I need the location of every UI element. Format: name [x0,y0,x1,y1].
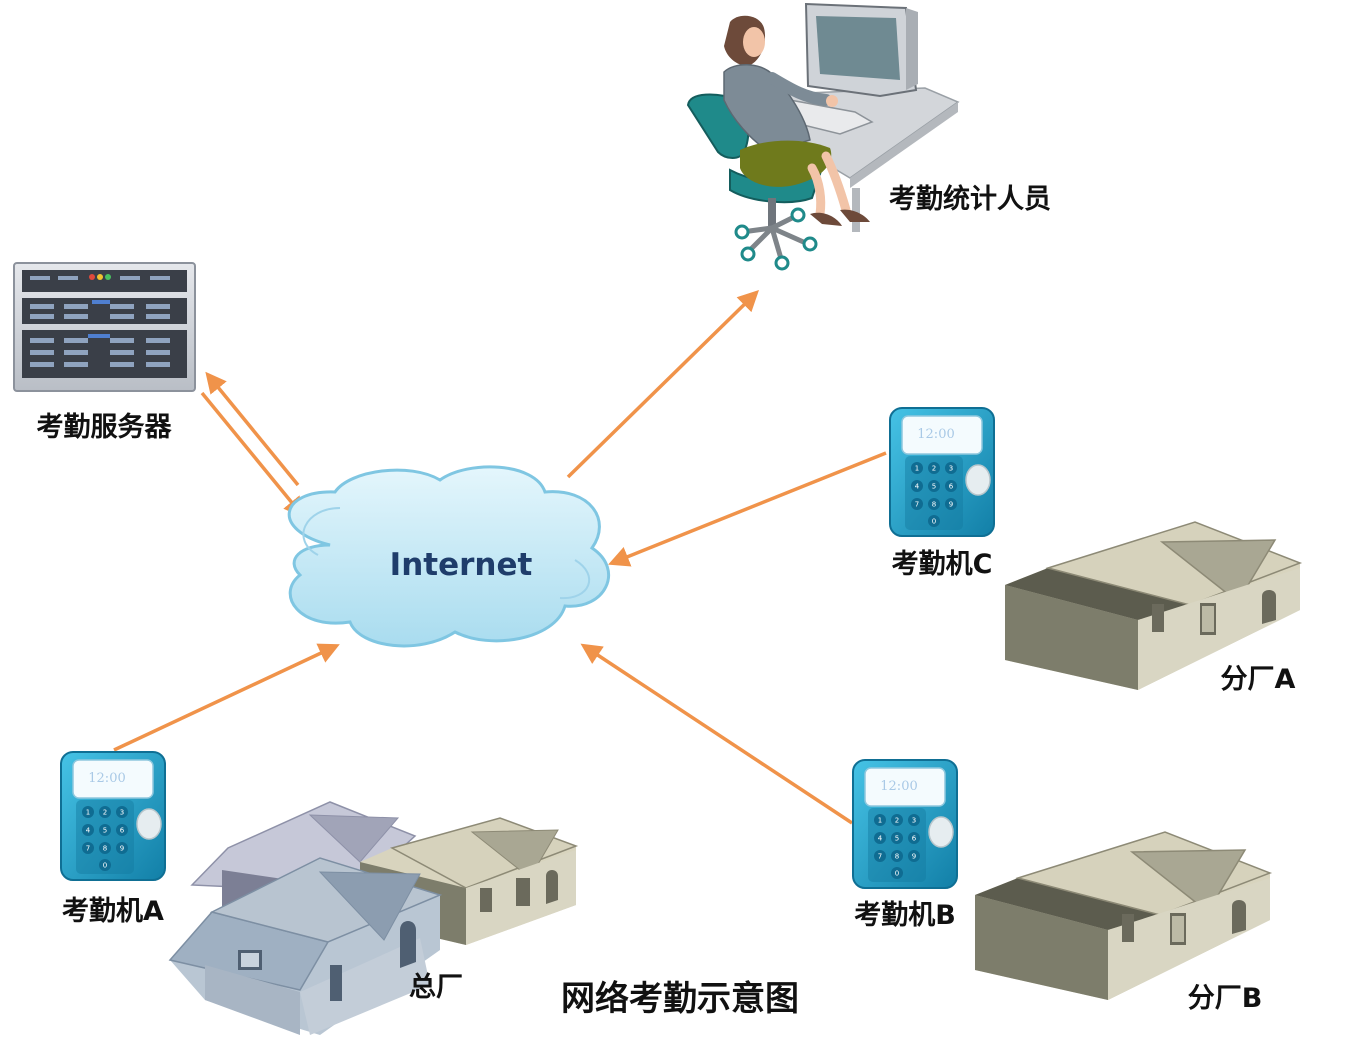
attendance-terminal-a-icon: 12:00 [60,751,166,881]
branch-b-house-icon [975,831,1273,1000]
cloud-label: Internet [390,547,533,583]
server-rack-icon [13,262,196,392]
terminal-b-label: 考勤机B [854,900,956,931]
internet-cloud: Internet [287,465,611,648]
arrow-cloud-to-staff [566,290,760,479]
connection-arrows [113,290,887,825]
arrow-terminal-b-to-cloud [580,643,853,825]
staff-workstation-icon [686,2,960,271]
branch-b-label: 分厂B [1188,983,1263,1014]
branch-a-house-icon [1005,521,1303,690]
terminal-c-time: 12:00 [917,427,954,442]
branch-a-label: 分厂A [1221,664,1296,695]
terminal-c-label: 考勤机C [892,549,993,580]
diagram-title: 网络考勤示意图 [561,979,799,1019]
arrow-terminal-a-to-cloud [113,643,340,752]
arrow-cloud-to-server [205,371,300,487]
attendance-terminal-c-icon: 12:00 [889,407,995,537]
attendance-terminal-b-icon: 12:00 [852,759,958,889]
server-label: 考勤服务器 [37,412,173,443]
main-factory-label: 总厂 [409,972,463,1003]
arrow-server-to-cloud [200,391,305,519]
main-factory-houses-icon [168,801,579,1035]
terminal-a-label: 考勤机A [62,896,164,927]
arrow-terminal-c-to-cloud [608,451,887,567]
staff-label: 考勤统计人员 [889,183,1051,215]
cloud-shape [287,465,611,648]
terminal-b-time: 12:00 [880,779,917,794]
terminal-a-time: 12:00 [88,771,125,786]
